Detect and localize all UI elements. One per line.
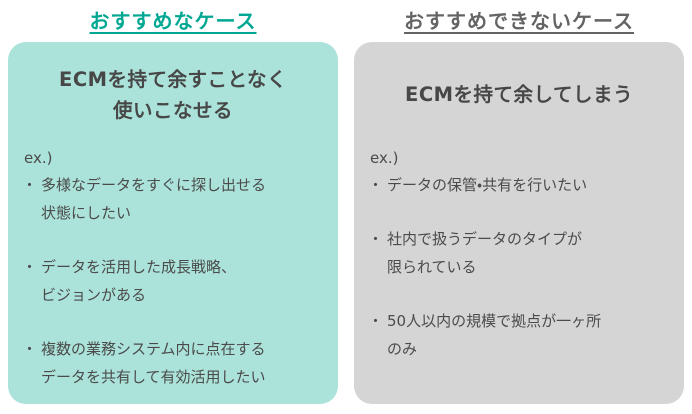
list-item: データの保管・共有を行いたい [368,171,668,199]
list-item: データを活用した成長戦略、 ビジョンがある [22,253,322,309]
not-recommended-example-label: ex.) [370,149,399,167]
recommended-card: ECMを持て余すことなく 使いこなせる ex.) 多様なデータをすぐに探し出せる… [8,42,338,404]
not-recommended-title: おすすめできないケース [404,9,634,33]
list-item: 複数の業務システム内に点在する データを共有して有効活用したい [22,335,322,391]
not-recommended-card-heading: ECMを持て余してしまう [405,83,633,107]
not-recommended-card: ECMを持て余してしまう ex.) データの保管・共有を行いたい 社内で扱うデー… [354,42,684,404]
recommended-title: おすすめなケース [89,9,257,33]
recommended-case-list: 多様なデータをすぐに探し出せる 状態にしたい データを活用した成長戦略、 ビジョ… [22,171,322,391]
list-item: 社内で扱うデータのタイプが 限られている [368,225,668,281]
list-item: 多様なデータをすぐに探し出せる 状態にしたい [22,171,322,227]
not-recommended-section: おすすめできないケース ECMを持て余してしまう ex.) データの保管・共有を… [354,8,684,414]
not-recommended-case-list: データの保管・共有を行いたい 社内で扱うデータのタイプが 限られている 50人以… [368,171,668,363]
recommended-section: おすすめなケース ECMを持て余すことなく 使いこなせる ex.) 多様なデータ… [8,8,338,414]
recommended-card-heading: ECMを持て余すことなく 使いこなせる [59,67,287,122]
list-item: 50人以内の規模で拠点が一ヶ所 のみ [368,307,668,363]
recommended-example-label: ex.) [24,149,53,167]
